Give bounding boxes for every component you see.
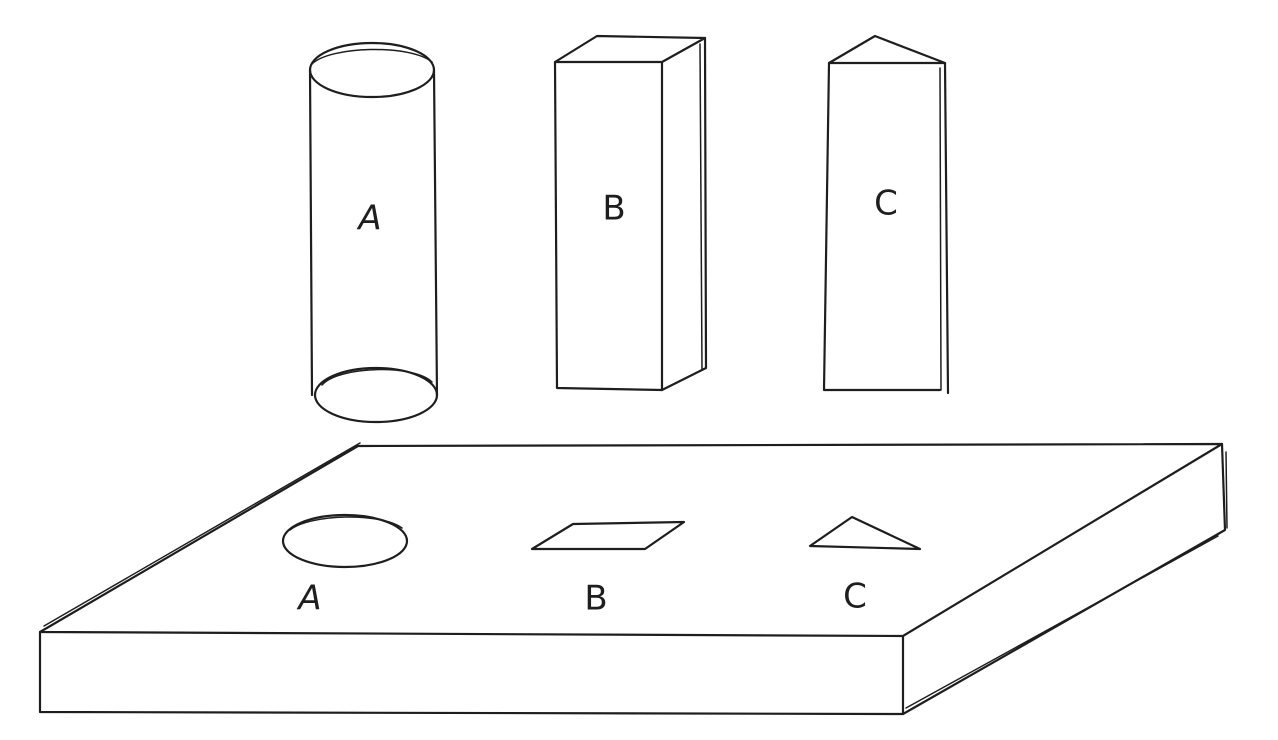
hole-label-b: B bbox=[584, 579, 607, 619]
board-top-sketch bbox=[43, 442, 361, 627]
hole-square bbox=[530, 520, 686, 551]
cylinder-left-side bbox=[308, 68, 314, 397]
peg-triangular-prism: C bbox=[822, 34, 950, 395]
triangular-prism-front bbox=[822, 61, 942, 392]
cylinder-bottom-sketch bbox=[321, 368, 433, 386]
board-top-face bbox=[38, 442, 1224, 638]
cylinder-top bbox=[308, 41, 436, 99]
square-prism-side-sketch bbox=[699, 43, 703, 371]
hole-circle bbox=[281, 513, 409, 569]
triangular-prism-top bbox=[827, 34, 947, 65]
board-front-face bbox=[38, 630, 905, 716]
hole-label-c: C bbox=[843, 577, 867, 617]
peg-label-b: B bbox=[602, 189, 625, 229]
board-side-sketch bbox=[1225, 451, 1228, 529]
peg-cylinder: A bbox=[308, 41, 439, 424]
board-side-face bbox=[901, 442, 1227, 716]
cylinder-bottom bbox=[313, 366, 439, 424]
cylinder-right-side bbox=[432, 68, 439, 397]
peg-label-c: C bbox=[874, 184, 898, 224]
shape-board: A B C bbox=[38, 442, 1228, 716]
triangular-prism-right-edge bbox=[943, 61, 950, 395]
square-prism-side bbox=[660, 36, 708, 392]
hole-circle-sketch bbox=[289, 516, 403, 531]
square-prism-top bbox=[553, 34, 707, 64]
board-bottom-sketch bbox=[905, 535, 1219, 709]
hole-triangle bbox=[808, 515, 922, 551]
peg-label-a: A bbox=[356, 199, 381, 239]
hole-label-a: A bbox=[296, 579, 321, 619]
square-prism-front bbox=[553, 60, 664, 392]
triangular-prism-edge-sketch bbox=[939, 67, 942, 391]
peg-square-prism: B bbox=[553, 34, 708, 392]
cylinder-top-sketch bbox=[311, 48, 433, 65]
